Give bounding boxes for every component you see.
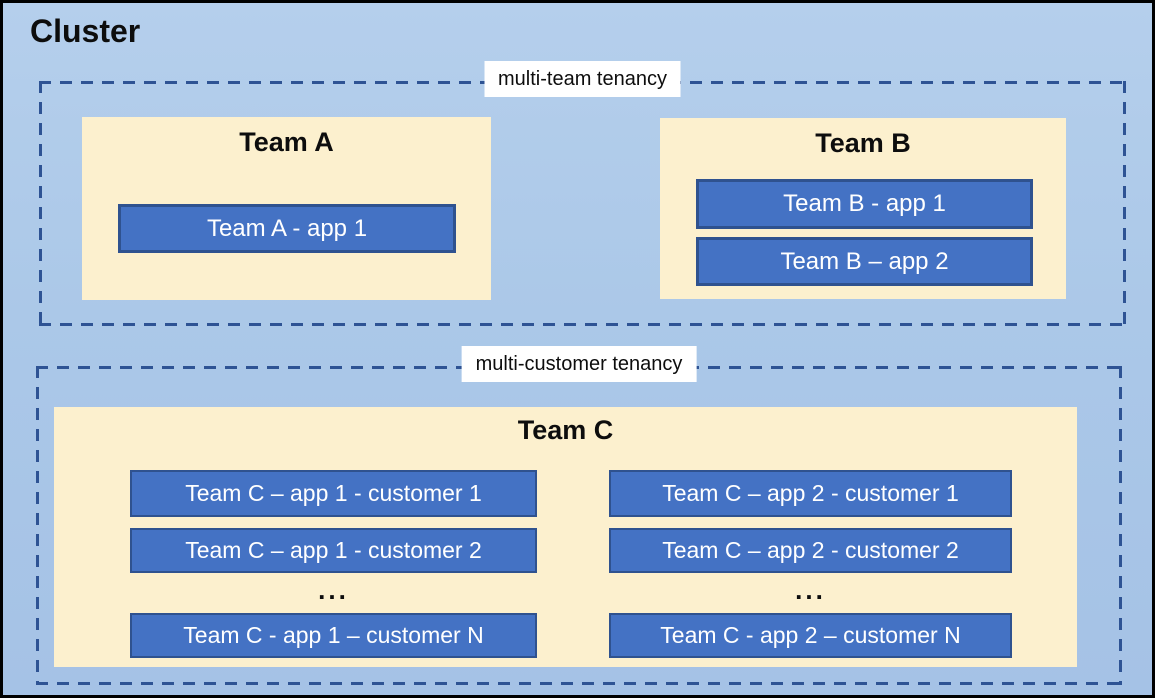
app-box-team-c-app2-customerN: Team C - app 2 – customer N [609, 613, 1012, 658]
multi-customer-tenancy-label: multi-customer tenancy [461, 346, 697, 382]
team-a-title: Team A [239, 127, 334, 157]
tenancy-group-multi-team: multi-team tenancy Team A Team A - app 1… [39, 61, 1126, 326]
multi-team-tenancy-label: multi-team tenancy [484, 61, 681, 97]
team-b-panel: Team B Team B - app 1 Team B – app 2 [660, 118, 1066, 299]
app-box-team-c-app1-customer2: Team C – app 1 - customer 2 [130, 528, 537, 573]
cluster-title: Cluster [30, 13, 141, 49]
ellipsis-app1-column: ... [318, 574, 349, 605]
app-box-team-c-app2-customer2: Team C – app 2 - customer 2 [609, 528, 1012, 573]
app-box-team-c-app1-customerN: Team C - app 1 – customer N [130, 613, 537, 658]
app-box-team-c-app2-customer1: Team C – app 2 - customer 1 [609, 470, 1012, 517]
team-c-title: Team C [517, 415, 614, 445]
ellipsis-app2-column: ... [795, 574, 826, 605]
app-box-team-b-app-1: Team B - app 1 [696, 179, 1033, 229]
app-box-team-a-app-1: Team A - app 1 [118, 204, 456, 253]
app-box-team-c-app1-customer1: Team C – app 1 - customer 1 [130, 470, 537, 517]
tenancy-group-multi-customer: multi-customer tenancy Team C Team C – a… [36, 346, 1122, 685]
team-a-panel: Team A Team A - app 1 [82, 117, 491, 300]
team-b-title: Team B [815, 128, 911, 158]
team-c-panel: Team C Team C – app 1 - customer 1 Team … [54, 407, 1077, 667]
app-box-team-b-app-2: Team B – app 2 [696, 237, 1033, 286]
